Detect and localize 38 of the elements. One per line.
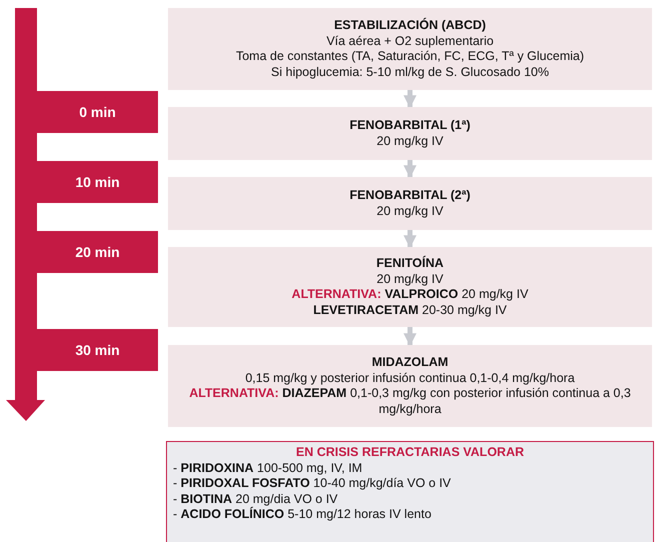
drug-heading: FENITOÍNA xyxy=(376,256,444,272)
step-box xyxy=(168,8,652,90)
time-band xyxy=(37,329,158,371)
arrow xyxy=(404,160,416,178)
arrow xyxy=(404,230,416,248)
drug-heading: EN CRISIS REFRACTARIAS VALORAR xyxy=(294,445,525,460)
dose-text: 20 mg/kg IV xyxy=(376,204,444,219)
dose-text: - PIRIDOXINA 100-500 mg, IV, IM xyxy=(173,460,364,476)
time-label: 30 min xyxy=(75,342,120,358)
drug-heading: FENOBARBITAL (1ª) xyxy=(350,118,470,134)
note-box xyxy=(166,441,654,542)
time-label: 10 min xyxy=(75,174,120,190)
dose-text: LEVETIRACETAM 20-30 mg/kg IV xyxy=(313,302,507,318)
time-band xyxy=(37,161,158,203)
dose-text: - ACIDO FOLÍNICO 5-10 mg/12 horas IV lento xyxy=(173,507,432,522)
dose-text: ALTERNATIVA: VALPROICO 20 mg/kg IV xyxy=(292,287,528,302)
dose-text: - PIRIDOXAL FOSFATO 10-40 mg/kg/día VO o IV xyxy=(173,476,452,492)
dose-text: 0,15 mg/kg y posterior infusión continua 0,1-0,4 mg/kg/hora xyxy=(245,370,575,386)
dose-text: Vía aérea + O2 suplementario xyxy=(326,34,494,49)
arrow xyxy=(404,327,416,346)
dose-text: Toma de constantes (TA, Saturación, FC, ECG, Tª y Glucemia) xyxy=(236,49,584,64)
time-band xyxy=(37,231,158,273)
drug-heading: ESTABILIZACIÓN (ABCD) xyxy=(334,18,486,34)
step-box xyxy=(168,345,652,427)
dose-text: 20 mg/kg IV xyxy=(376,272,444,287)
step-box xyxy=(168,107,652,160)
dose-text: - BIOTINA 20 mg/dia VO o IV xyxy=(173,492,339,506)
drug-heading: MIDAZOLAM xyxy=(372,355,448,370)
time-band xyxy=(37,91,158,133)
drug-heading: FENOBARBITAL (2ª) xyxy=(350,188,470,204)
dose-text: Si hipoglucemia: 5-10 ml/kg de S. Glucosado 10% xyxy=(271,64,549,80)
arrow xyxy=(404,90,416,108)
step-box xyxy=(168,247,652,327)
dose-text: ALTERNATIVA: DIAZEPAM 0,1-0,3 mg/kg con posterior infusión continua a 0,3 mg/kg/hora xyxy=(188,386,632,417)
step-box xyxy=(168,177,652,230)
dose-text: 20 mg/kg IV xyxy=(376,134,444,149)
time-label: 20 min xyxy=(75,244,120,260)
time-label: 0 min xyxy=(79,104,116,120)
